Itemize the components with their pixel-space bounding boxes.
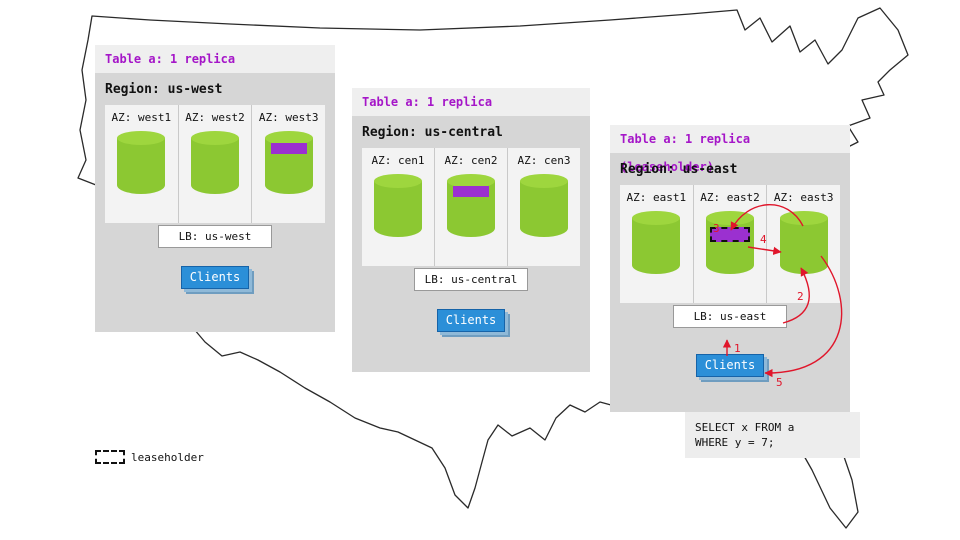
az-container: AZ: cen1 AZ: cen2 AZ: cen3 xyxy=(362,148,580,266)
database-cylinder xyxy=(632,211,681,274)
az-container: AZ: west1 AZ: west2 AZ: west3 xyxy=(105,105,325,223)
database-cylinder xyxy=(779,211,828,274)
az-label: AZ: west3 xyxy=(258,111,319,124)
region-title: Region: us-east xyxy=(620,162,738,177)
region-panel-us-west: Table a: 1 replica Region: us-west AZ: w… xyxy=(95,45,335,332)
az-column-east2: AZ: east2 xyxy=(692,185,767,303)
az-label: AZ: east1 xyxy=(626,191,687,204)
load-balancer: LB: us-west xyxy=(158,225,272,248)
database-cylinder xyxy=(447,174,495,237)
az-label: AZ: west2 xyxy=(185,111,245,124)
table-replica-label: Table a: 1 replica xyxy=(95,45,335,73)
database-cylinder xyxy=(117,131,166,194)
load-balancer: LB: us-east xyxy=(673,305,787,328)
table-replica-label: Table a: 1 replica xyxy=(352,88,590,116)
sql-line-1: SELECT x FROM a xyxy=(695,421,795,434)
az-container: AZ: east1 AZ: east2 AZ: east3 xyxy=(620,185,840,303)
az-label: AZ: east3 xyxy=(773,191,834,204)
database-cylinder xyxy=(520,174,568,237)
sql-query-box: SELECT x FROM a WHERE y = 7; xyxy=(685,412,860,458)
region-title: Region: us-central xyxy=(362,125,503,140)
az-label: AZ: cen2 xyxy=(444,154,498,167)
region-title: Region: us-west xyxy=(105,82,223,97)
database-cylinder xyxy=(191,131,239,194)
clients-node: Clients xyxy=(696,354,764,377)
replica-band xyxy=(453,186,489,197)
az-column-west3: AZ: west3 xyxy=(251,105,325,223)
az-column-cen1: AZ: cen1 xyxy=(362,148,434,266)
database-cylinder xyxy=(706,211,754,274)
legend-leaseholder: leaseholder xyxy=(95,450,204,464)
database-cylinder xyxy=(374,174,422,237)
az-column-cen2: AZ: cen2 xyxy=(434,148,507,266)
az-column-cen3: AZ: cen3 xyxy=(507,148,580,266)
az-label: AZ: cen3 xyxy=(517,154,571,167)
leaseholder-replica-band xyxy=(710,227,750,242)
az-label: AZ: cen1 xyxy=(371,154,425,167)
clients-node: Clients xyxy=(437,309,505,332)
az-column-west1: AZ: west1 xyxy=(105,105,178,223)
az-column-east1: AZ: east1 xyxy=(620,185,693,303)
replica-band xyxy=(270,143,307,154)
az-label: AZ: east2 xyxy=(700,191,760,204)
region-panel-us-central: Table a: 1 replica Region: us-central AZ… xyxy=(352,88,590,372)
sql-line-2: WHERE y = 7; xyxy=(695,436,775,449)
region-panel-us-east: Table a: 1 replica (leaseholder) Region:… xyxy=(610,125,850,412)
table-replica-label: Table a: 1 replica (leaseholder) xyxy=(610,125,850,174)
database-cylinder xyxy=(264,131,313,194)
load-balancer: LB: us-central xyxy=(414,268,528,291)
az-column-east3: AZ: east3 xyxy=(766,185,840,303)
az-column-west2: AZ: west2 xyxy=(177,105,252,223)
legend-label: leaseholder xyxy=(131,450,204,464)
clients-node: Clients xyxy=(181,266,249,289)
az-label: AZ: west1 xyxy=(111,111,172,124)
leaseholder-swatch-icon xyxy=(95,450,125,464)
